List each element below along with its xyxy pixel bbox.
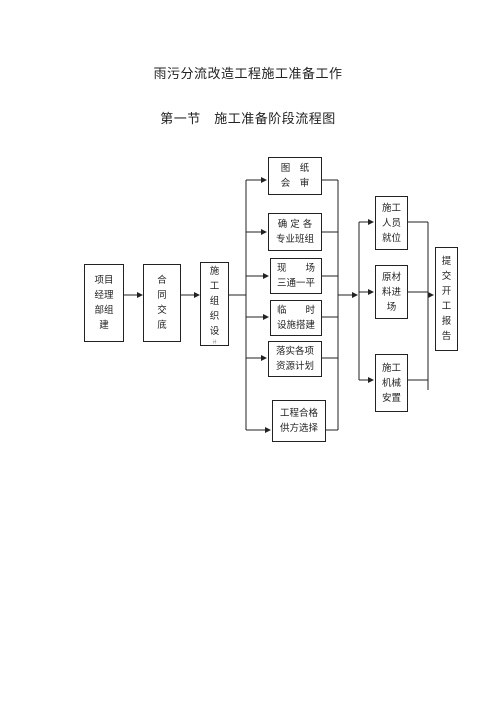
res-2-line-3: 场 <box>386 301 397 313</box>
task-2-line-2: 专业班组 <box>275 234 314 245</box>
res-2-line-1: 原材 <box>381 271 401 283</box>
contract-line-1: 合 <box>157 275 167 286</box>
res-1-line-1: 施工 <box>381 202 401 214</box>
task-4-line-2: 设施搭建 <box>276 320 315 331</box>
contract-line-4: 底 <box>157 320 167 331</box>
construction-org-box: 施 工 组 织 设 计 <box>200 262 229 346</box>
task-resource-plan: 落实各项 资源计划 <box>268 341 322 377</box>
task-1-line-1: 图 纸 <box>280 163 310 174</box>
report-line-2: 交 <box>441 271 452 282</box>
document-title: 雨污分流改造工程施工准备工作 <box>153 67 343 82</box>
report-line-6: 告 <box>441 331 452 342</box>
report-line-3: 开 <box>441 286 452 297</box>
task-5-line-2: 资源计划 <box>275 361 314 372</box>
contract-line-2: 同 <box>157 290 167 301</box>
final-report-box: 提 交 开 工 报 告 <box>435 247 458 351</box>
contract-line-3: 交 <box>157 305 167 316</box>
project-team-line-2: 经理 <box>94 290 114 301</box>
task-1-line-2: 会 审 <box>280 178 310 189</box>
org-line-4: 织 <box>209 310 220 322</box>
res-3-line-1: 施工 <box>381 362 401 374</box>
task-6-line-2: 供方选择 <box>279 423 318 434</box>
res-2-line-2: 料进 <box>381 286 401 298</box>
report-line-1: 提 <box>441 256 452 267</box>
org-line-1: 施 <box>209 265 220 277</box>
res-3-line-3: 安置 <box>381 392 401 404</box>
task-temporary-facilities: 临 时 设施搭建 <box>270 300 322 336</box>
project-team-line-3: 部组 <box>94 305 114 316</box>
org-note: 计 <box>212 338 217 344</box>
report-line-5: 报 <box>441 316 452 327</box>
project-team-box: 项目 经理 部组 建 <box>84 264 124 342</box>
project-team-line-4: 建 <box>99 320 109 331</box>
resource-personnel: 施工 人员 就位 <box>375 196 408 250</box>
task-determine-teams: 确 定 各 专业班组 <box>268 213 322 251</box>
task-site-preparation: 现 场 三通一平 <box>270 258 322 294</box>
org-line-2: 工 <box>209 280 220 292</box>
resource-materials: 原材 料进 场 <box>375 265 408 319</box>
org-line-5: 设 <box>209 325 220 337</box>
task-2-line-1: 确 定 各 <box>277 219 313 230</box>
task-4-line-1: 临 时 <box>276 305 315 316</box>
resource-machinery: 施工 机械 安置 <box>375 354 408 412</box>
section-heading: 第一节 施工准备阶段流程图 <box>160 112 336 127</box>
task-3-line-2: 三通一平 <box>276 278 315 289</box>
task-3-line-1: 现 场 <box>276 263 315 274</box>
project-team-line-1: 项目 <box>94 275 114 286</box>
task-6-line-1: 工程合格 <box>279 408 318 419</box>
res-1-line-3: 就位 <box>381 232 401 244</box>
contract-briefing-box: 合 同 交 底 <box>143 264 181 342</box>
report-line-4: 工 <box>441 301 452 312</box>
org-line-3: 组 <box>209 295 220 307</box>
res-1-line-2: 人员 <box>381 217 401 229</box>
task-5-line-1: 落实各项 <box>275 346 314 357</box>
task-drawing-review: 图 纸 会 审 <box>268 157 322 195</box>
res-3-line-2: 机械 <box>381 377 401 389</box>
task-supplier-selection: 工程合格 供方选择 <box>272 400 326 442</box>
